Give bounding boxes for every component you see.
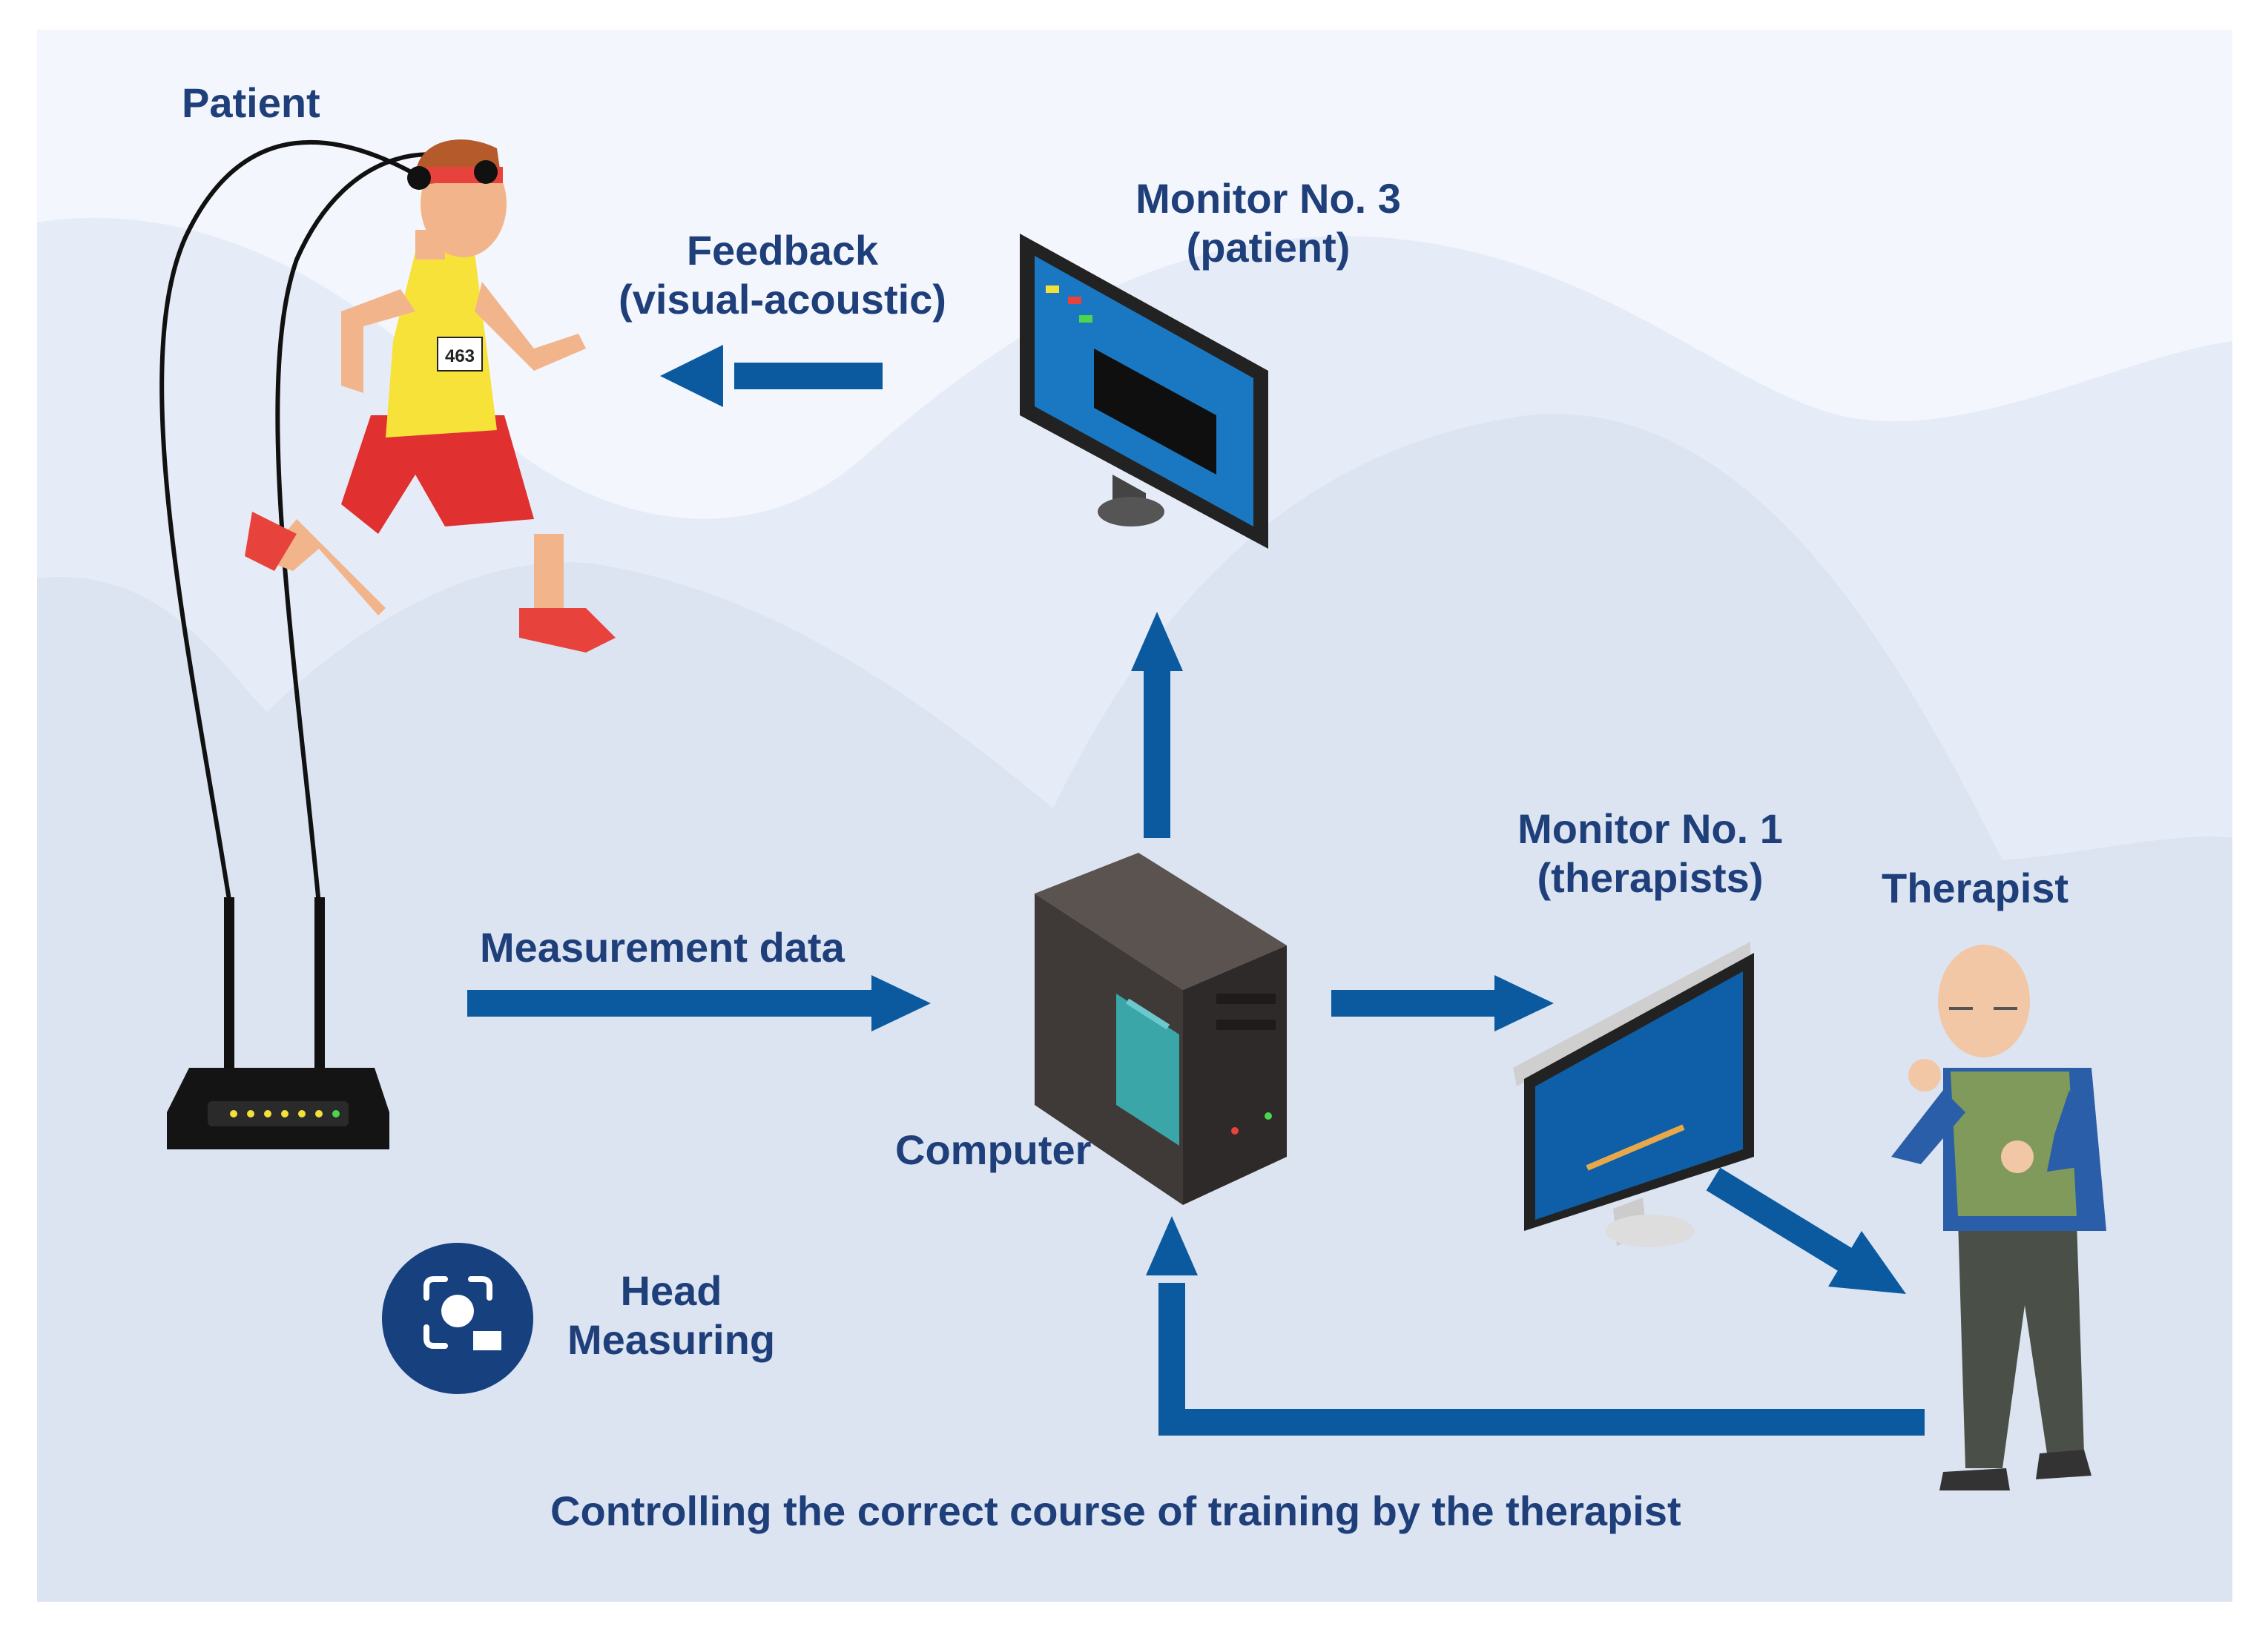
label-monitor-3-line2: (patient) <box>1186 224 1351 271</box>
monitor-3-icon <box>1020 234 1268 549</box>
label-feedback: Feedback (visual-acoustic) <box>608 226 957 324</box>
label-patient: Patient <box>182 79 320 126</box>
label-monitor-1-line1: Monitor No. 1 <box>1517 805 1783 852</box>
label-head-measuring: Head Measuring <box>549 1267 794 1364</box>
elderly-man-figure <box>1891 945 2106 1490</box>
label-therapist: Therapist <box>1882 865 2069 911</box>
label-head-measuring-line2: Measuring <box>567 1316 776 1363</box>
label-control: Controlling the correct course of traini… <box>550 1488 1681 1534</box>
wifi-router-icon <box>167 897 389 1149</box>
arrow-therapist-to-computer <box>1158 1283 1925 1436</box>
electrode-cables <box>159 139 484 905</box>
label-monitor-3-line1: Monitor No. 3 <box>1135 175 1401 222</box>
label-feedback-line1: Feedback <box>686 227 879 274</box>
label-computer: Computer <box>895 1126 1092 1173</box>
label-measurement-data: Measurement data <box>480 924 845 971</box>
label-monitor-1: Monitor No. 1 (therapists) <box>1491 805 1810 902</box>
arrow-monitor1-to-therapist <box>1706 1167 1854 1272</box>
arrows <box>467 363 1925 1436</box>
monitor-1-icon <box>1513 942 1754 1247</box>
runner-figure: 463 <box>245 139 616 653</box>
label-feedback-line2: (visual-acoustic) <box>619 276 946 323</box>
head-measuring-icon <box>382 1243 533 1394</box>
arrowheads <box>660 345 1906 1294</box>
label-monitor-1-line2: (therapists) <box>1537 854 1764 901</box>
label-head-measuring-line1: Head <box>620 1267 722 1314</box>
label-monitor-3: Monitor No. 3 (patient) <box>1112 174 1424 272</box>
pc-tower-icon <box>1035 853 1287 1205</box>
bib-number: 463 <box>445 346 475 366</box>
